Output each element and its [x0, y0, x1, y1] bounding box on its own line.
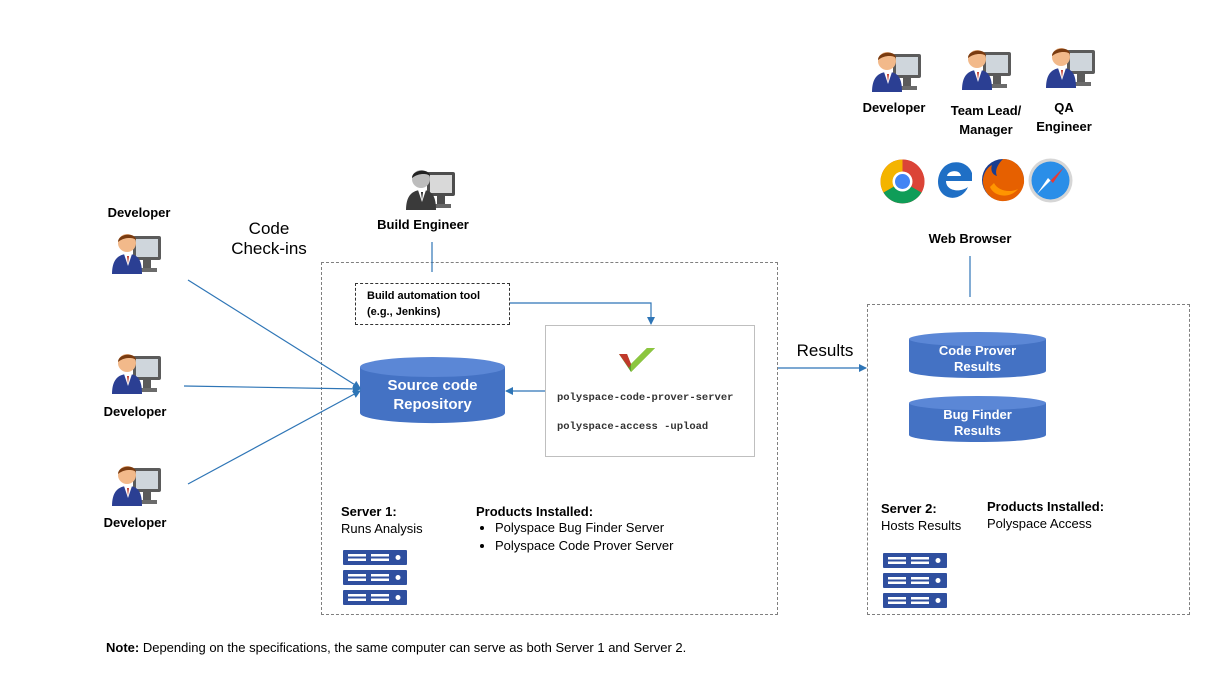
chrome-browser-icon	[880, 159, 925, 204]
code-checkins-line2: Check-ins	[231, 239, 307, 258]
cp-line2: Results	[954, 359, 1001, 374]
cp-line1: Code Prover	[938, 343, 1017, 358]
team-lead-line1: Team Lead/	[950, 103, 1022, 118]
team-lead-label: Team Lead/ Manager	[944, 101, 1028, 139]
code-checkins-label: Code Check-ins	[224, 219, 314, 259]
server1-title: Server 1:	[341, 504, 397, 519]
polyspace-logo-icon	[619, 348, 655, 372]
code-prover-results-label: Code Prover Results	[909, 343, 1046, 375]
repository-line2: Repository	[393, 396, 472, 413]
checkin-arrow-3	[187, 390, 361, 485]
developer-label-2: Developer	[103, 404, 167, 419]
safari-browser-icon	[1028, 158, 1073, 203]
server2-container	[867, 304, 1190, 615]
server1-products-title: Products Installed:	[476, 504, 594, 519]
build-tool-arrow	[510, 302, 655, 325]
build-engineer-label: Build Engineer	[377, 217, 469, 232]
bf-line1: Bug Finder	[943, 407, 1012, 422]
source-repository-db	[360, 357, 505, 424]
product-bug-finder-server: Polyspace Bug Finder Server	[495, 520, 673, 535]
server2-products-title: Products Installed:	[987, 499, 1105, 514]
server1-role: Runs Analysis	[341, 521, 423, 536]
server1-container	[321, 262, 778, 615]
footnote: Note: Depending on the specifications, t…	[106, 640, 686, 655]
checkin-arrow-1	[187, 279, 361, 389]
web-developer-label: Developer	[862, 100, 926, 115]
qa-line2: Engineer	[1036, 119, 1092, 134]
qa-engineer-label: QA Engineer	[1024, 98, 1104, 136]
bug-finder-results-label: Bug Finder Results	[909, 407, 1046, 439]
code-prover-results-db	[909, 332, 1046, 378]
checkin-arrow-2	[183, 384, 361, 393]
web-browser-label: Web Browser	[928, 231, 1012, 246]
server1-products-list: Polyspace Bug Finder Server Polyspace Co…	[477, 520, 673, 556]
results-label: Results	[796, 341, 854, 360]
note-text: Depending on the specifications, the sam…	[139, 640, 687, 655]
build-tool-line1: Build automation tool	[367, 290, 481, 302]
command-access-upload: polyspace-access -upload	[557, 421, 709, 433]
build-tool-box: Build automation tool (e.g., Jenkins)	[355, 283, 510, 325]
firefox-browser-icon	[982, 159, 1025, 202]
code-checkins-line1: Code	[248, 219, 290, 238]
repository-line1: Source code	[387, 377, 478, 394]
team-lead-line2: Manager	[959, 122, 1013, 137]
build-tool-line2: (e.g., Jenkins)	[367, 306, 441, 318]
bf-line2: Results	[954, 423, 1001, 438]
server2-product: Polyspace Access	[987, 516, 1092, 531]
developer-label-1: Developer	[107, 205, 171, 220]
product-code-prover-server: Polyspace Code Prover Server	[495, 538, 673, 553]
edge-browser-icon	[938, 162, 972, 198]
source-repository-label: Source code Repository	[360, 376, 505, 414]
bug-finder-results-db	[909, 396, 1046, 442]
note-label: Note:	[106, 640, 140, 655]
server2-title: Server 2:	[881, 501, 937, 516]
developer-label-3: Developer	[103, 515, 167, 530]
command-code-prover: polyspace-code-prover-server	[557, 392, 734, 404]
qa-line1: QA	[1054, 100, 1074, 115]
server2-role: Hosts Results	[881, 518, 962, 533]
polyspace-command-box	[545, 325, 755, 457]
